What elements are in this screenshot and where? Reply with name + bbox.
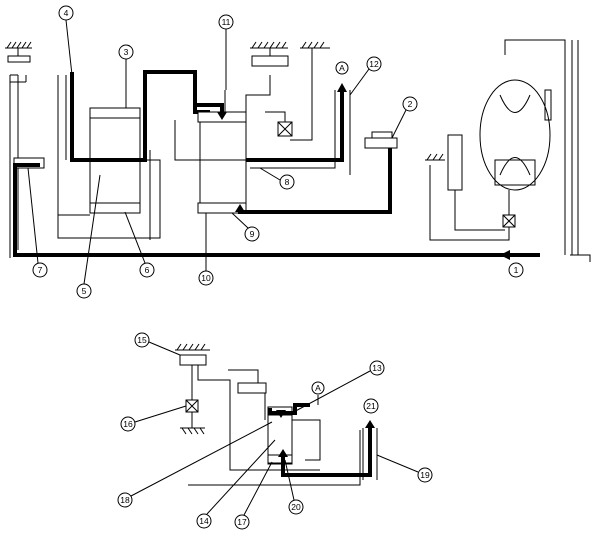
lower-output-shaft: [362, 428, 378, 480]
lower-arrow-label-A: A: [315, 383, 321, 393]
one-way-clutch-right: [429, 165, 516, 241]
callouts-upper: 1 2 3 4 5 6 7 8 9 10 11 12: [27, 5, 524, 299]
svg-text:13: 13: [372, 363, 382, 373]
svg-text:16: 16: [123, 419, 133, 429]
callouts-lower: 13 14 15 16 17 18 19 20 21: [117, 332, 433, 530]
svg-text:5: 5: [82, 286, 87, 296]
ground-hatch-lower-top: [175, 343, 320, 471]
power-path-center-down: [145, 70, 224, 115]
svg-text:9: 9: [250, 229, 255, 239]
callout-8: 8: [259, 167, 295, 190]
ground-hatch-top-left: [5, 41, 32, 63]
callout-21: 21: [363, 398, 379, 414]
callout-15: 15: [134, 332, 181, 356]
lower-power-path-output: [281, 428, 372, 477]
ground-hatch-top-center: [250, 41, 330, 141]
planetary-set-lower: [188, 395, 361, 486]
callout-10: 10: [198, 213, 214, 286]
upper-diagram: A: [5, 5, 591, 299]
svg-text:14: 14: [199, 516, 209, 526]
callout-16: 16: [120, 405, 187, 432]
svg-text:1: 1: [514, 265, 519, 275]
svg-text:12: 12: [369, 59, 379, 69]
svg-text:11: 11: [222, 17, 231, 27]
lower-arrow-up-left: [278, 449, 288, 457]
callout-3: 3: [118, 44, 134, 108]
callout-20: 20: [284, 459, 304, 515]
svg-text:15: 15: [137, 335, 147, 345]
svg-text:21: 21: [366, 401, 376, 411]
svg-text:2: 2: [408, 99, 413, 109]
callout-9: 9: [231, 212, 260, 242]
svg-text:6: 6: [145, 265, 150, 275]
clutch-2: [364, 131, 398, 149]
one-way-clutch-center: [265, 111, 293, 137]
lower-arrow-label-A-circle: [311, 381, 325, 395]
callout-6: 6: [124, 211, 155, 278]
callout-7: 7: [27, 167, 48, 278]
svg-text:20: 20: [291, 502, 301, 512]
callout-1: 1: [508, 262, 524, 278]
clutch-lower-middle: [228, 369, 267, 420]
callout-11: 11: [218, 14, 234, 90]
callout-12: 12: [349, 56, 382, 96]
one-way-clutch-lower: [180, 399, 205, 435]
svg-text:19: 19: [420, 470, 430, 480]
callout-5: 5: [76, 174, 101, 299]
callout-13: 13: [289, 360, 385, 415]
arrow-label-A: A: [339, 63, 345, 73]
svg-text:8: 8: [285, 177, 290, 187]
callout-19: 19: [376, 454, 433, 483]
torque-converter: [479, 39, 591, 262]
svg-text:3: 3: [124, 47, 129, 57]
arrow-down-center: [217, 112, 227, 120]
arrow-label-A-circle: [335, 61, 349, 75]
callout-4: 4: [58, 5, 74, 76]
planetary-set-center: [174, 75, 271, 214]
power-path-lower-center: [238, 140, 392, 214]
power-path-to-output-A: [246, 90, 344, 162]
svg-text:10: 10: [201, 273, 211, 283]
callout-14: 14: [196, 439, 276, 529]
arrow-up-lower-center: [235, 204, 245, 212]
svg-text:18: 18: [120, 495, 130, 505]
ground-hatch-right: [425, 134, 505, 231]
lower-power-path-main: [268, 403, 310, 415]
callout-18: 18: [117, 421, 273, 508]
svg-text:17: 17: [237, 517, 247, 527]
svg-text:7: 7: [38, 265, 43, 275]
svg-text:4: 4: [64, 8, 69, 18]
callout-17: 17: [234, 461, 273, 530]
arrow-left-input: [500, 250, 510, 260]
callout-2: 2: [391, 96, 418, 139]
arrow-up-A: [337, 83, 347, 92]
planetary-set-left: [57, 75, 161, 240]
power-path-main-input: [13, 163, 540, 257]
lower-arrow-down: [276, 410, 286, 418]
lower-diagram: A 13 14 15 16 17 18 19 20 21: [117, 332, 433, 530]
lower-arrow-up-right: [365, 420, 375, 428]
output-shaft-A: [250, 90, 351, 175]
